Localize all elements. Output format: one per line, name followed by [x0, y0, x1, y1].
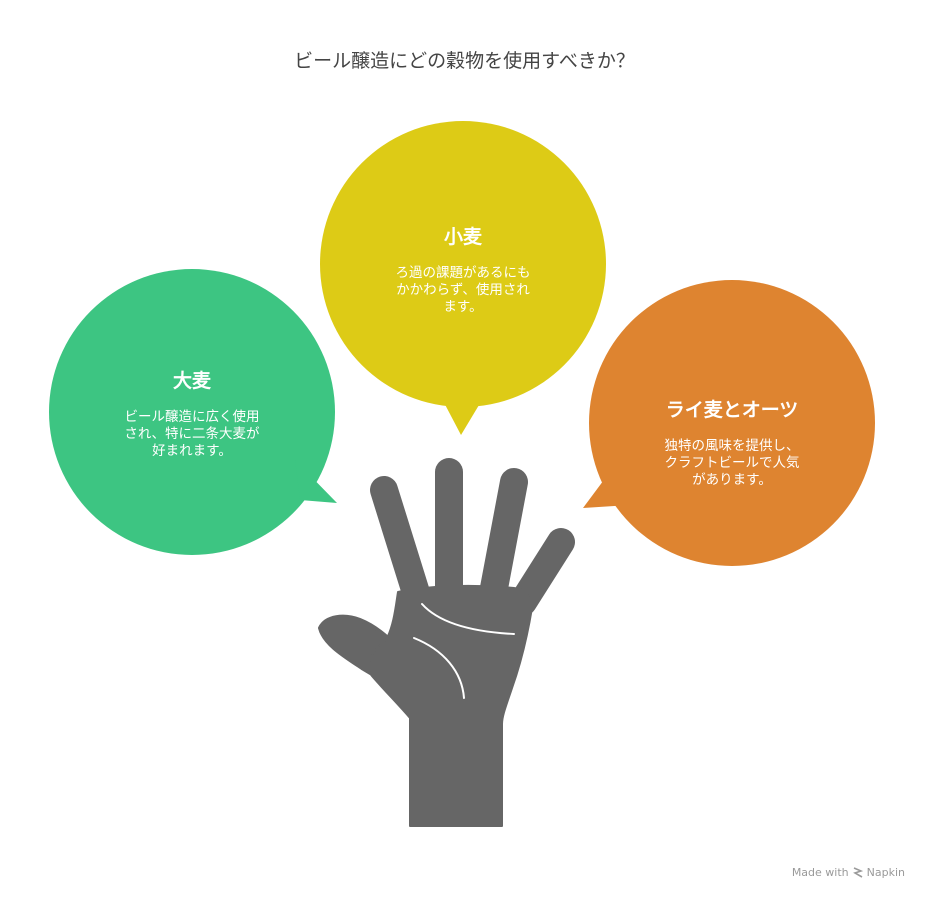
rye-oats-description: 独特の風味を提供し、 クラフトビールで人気 があります。 [664, 438, 800, 488]
barley-heading: 大麦 [172, 370, 211, 392]
footer-credit[interactable]: Made with Napkin [792, 866, 905, 879]
barley-option: 大麦 ビール醸造に広く使用 され、特に二条大麦が 好まれます。 [92, 366, 292, 460]
rye-oats-option: ライ麦とオーツ 独特の風味を提供し、 クラフトビールで人気 があります。 [622, 395, 842, 489]
barley-description: ビール醸造に広く使用 され、特に二条大麦が 好まれます。 [124, 409, 260, 459]
napkin-brand: Napkin [866, 866, 905, 879]
wheat-description: ろ過の課題があるにも かかわらず、使用され ます。 [395, 265, 531, 315]
bubble-barley [49, 269, 337, 555]
napkin-logo-icon [852, 867, 863, 878]
wheat-heading: 小麦 [443, 226, 482, 248]
made-with-label: Made with [791, 866, 849, 879]
rye-oats-heading: ライ麦とオーツ [665, 399, 799, 421]
bubble-rye-oats [583, 280, 875, 566]
wheat-option: 小麦 ろ過の課題があるにも かかわらず、使用され ます。 [363, 222, 563, 316]
hand-icon [318, 458, 575, 827]
bubble-wheat [320, 121, 606, 435]
diagram-title: ビール醸造にどの穀物を使用すべきか？ [294, 50, 635, 72]
